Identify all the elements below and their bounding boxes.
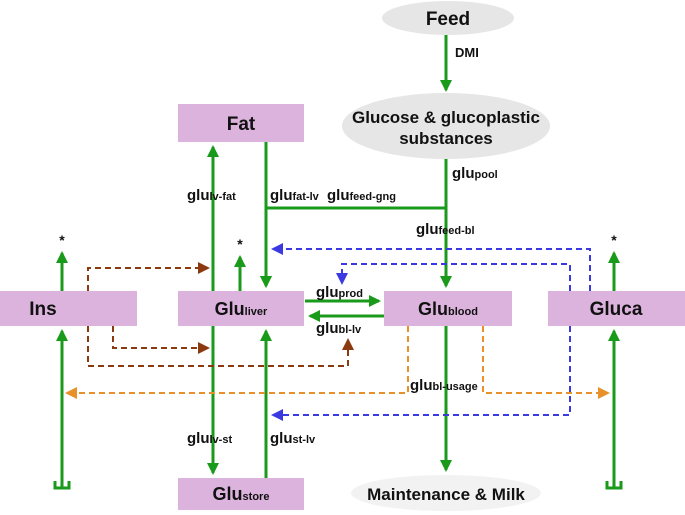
glucose-pool-label-line1: Glucose & glucoplastic [352, 108, 540, 127]
fat-label: Fat [227, 114, 256, 135]
gluca-label: Gluca [590, 299, 643, 320]
glu-bl-lv-label: glubl-lv [316, 320, 362, 337]
ins-to-bl-lv-arrow [87, 326, 354, 367]
glu-lv-st-label: glulv-st [187, 430, 232, 447]
glu-pool-label: glupool [452, 165, 498, 182]
ins-asterisk: * [59, 232, 65, 248]
glu-feed-gng-label: glufeed-gng [327, 187, 396, 204]
blood-to-ins-arrow [65, 326, 409, 399]
gluca-to-prod-arrow [336, 263, 571, 291]
ins-to-liver-upper-arrow [87, 262, 210, 291]
glu-lv-fat-label: glulv-fat [187, 187, 236, 204]
glu-feed-bl-label: glufeed-bl [416, 221, 475, 238]
gluca-to-liver-lower-arrow [271, 326, 571, 421]
ins-box [0, 291, 137, 326]
glu-blood-box [384, 291, 512, 326]
glu-store-box [178, 478, 304, 510]
dmi-label: DMI [455, 45, 479, 60]
glu-liver-box [178, 291, 304, 326]
blood-to-gluca-arrow [482, 326, 610, 399]
glu-prod-label: gluprod [316, 284, 363, 301]
maintenance-ellipse [351, 475, 541, 511]
maintenance-label: Maintenance & Milk [367, 485, 525, 504]
glu-feed-gng-arrow [260, 206, 446, 288]
gluca-bracket [605, 481, 623, 490]
ins-to-liver-lower-arrow [112, 326, 210, 354]
glucose-pool-label-line2: substances [399, 129, 493, 148]
gluca-to-liver-upper-arrow [271, 243, 591, 291]
glucose-pool-ellipse [342, 93, 550, 159]
ins-label: Ins [29, 299, 56, 320]
glu-fat-lv-label: glufat-lv [270, 187, 320, 204]
glu-st-lv-label: glust-lv [270, 430, 316, 447]
fat-box [178, 104, 304, 142]
gluca-asterisk: * [611, 232, 617, 248]
glu-store-label: Glustore [213, 484, 270, 504]
liver-asterisk: * [237, 236, 243, 252]
feed-ellipse [382, 1, 514, 35]
feed-label: Feed [426, 9, 470, 30]
ins-bracket [53, 481, 71, 490]
glu-blood-label: Glublood [418, 299, 478, 319]
glu-bl-usage-label: glubl-usage [410, 377, 478, 394]
gluca-box [548, 291, 685, 326]
glu-liver-label: Gluliver [215, 299, 268, 319]
